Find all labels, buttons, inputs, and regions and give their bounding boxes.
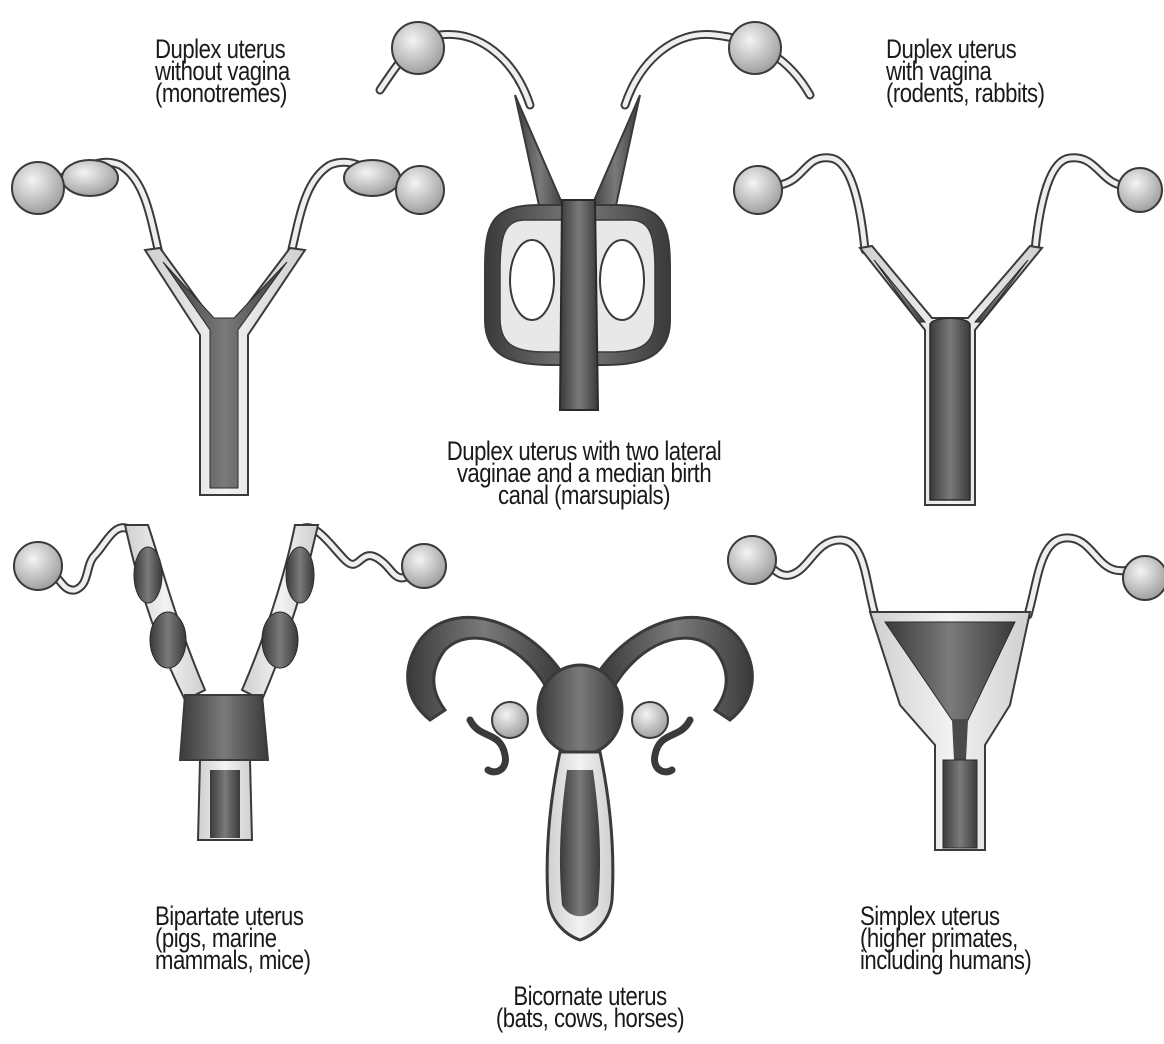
left-oviduct-swelling — [62, 160, 118, 196]
right-oviduct — [625, 34, 810, 105]
left-uterine-horn — [515, 95, 565, 210]
monotreme-uterus-drawing — [12, 160, 444, 495]
right-lateral-vagina-loop — [600, 240, 644, 320]
marsupial-uterus-drawing — [380, 22, 810, 410]
left-ovary — [728, 536, 776, 584]
right-ovary — [396, 166, 444, 214]
left-ovary — [14, 542, 62, 590]
vaginal-lumen — [210, 770, 240, 838]
bicornate-uterus-drawing — [408, 617, 753, 940]
bipartate-uterus-drawing — [14, 525, 446, 840]
right-ovary — [402, 544, 446, 588]
caption-monotremes: Duplex uterus without vagina (monotremes… — [155, 38, 290, 104]
left-ovary — [12, 162, 64, 214]
right-ovary — [1123, 556, 1164, 600]
left-ovary — [392, 22, 444, 74]
left-horn-segment — [150, 612, 186, 668]
caption-simplex: Simplex uterus (higher primates, includi… — [860, 905, 1031, 971]
right-oviduct-swelling — [344, 160, 400, 196]
left-ovary — [492, 702, 528, 738]
right-horn-segment — [262, 612, 298, 668]
uterine-body — [538, 665, 622, 755]
caption-bipartate: Bipartate uterus (pigs, marine mammals, … — [155, 905, 310, 971]
left-horn-segment — [134, 547, 162, 603]
vagina — [943, 760, 977, 848]
caption-bicornate: Bicornate uterus (bats, cows, horses) — [483, 985, 696, 1029]
right-ovary — [1118, 168, 1162, 212]
right-horn-lumen — [975, 260, 1028, 322]
vaginal-lumen — [560, 770, 600, 916]
cervical-canal — [952, 720, 968, 760]
right-ovary — [729, 22, 781, 74]
right-horn-segment — [286, 547, 314, 603]
left-ovary — [734, 166, 782, 214]
caption-marsupials: Duplex uterus with two lateral vaginae a… — [445, 440, 724, 506]
simplex-uterus-drawing — [728, 536, 1164, 850]
left-lateral-vagina-loop — [510, 240, 554, 320]
right-oviduct — [1035, 158, 1120, 250]
left-horn-lumen — [874, 260, 925, 322]
right-uterine-horn — [590, 95, 640, 210]
rodent-uterus-drawing — [734, 158, 1162, 505]
caption-rodents: Duplex uterus with vagina (rodents, rabb… — [886, 38, 1045, 104]
right-ovary — [632, 702, 668, 738]
left-oviduct — [780, 158, 865, 250]
uterine-body — [180, 695, 268, 760]
vagina — [930, 318, 970, 500]
median-birth-canal — [560, 200, 598, 410]
